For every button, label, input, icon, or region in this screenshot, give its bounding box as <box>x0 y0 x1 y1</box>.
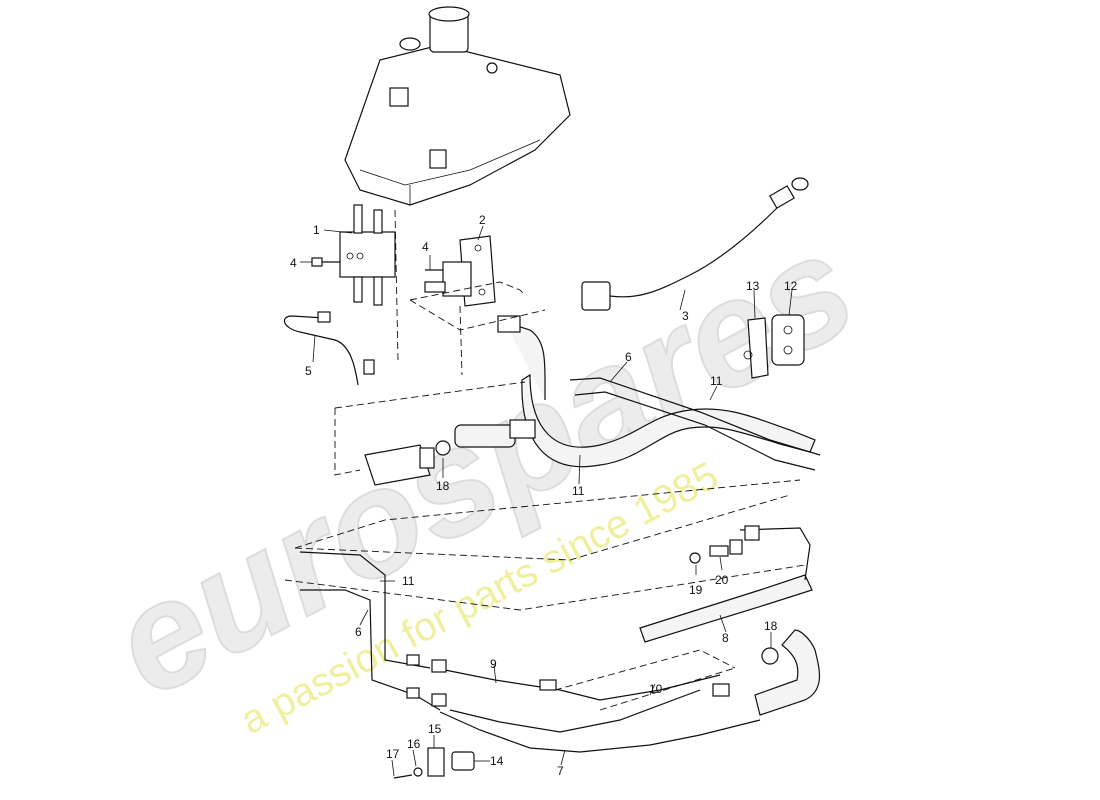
callout-20: 20 <box>715 573 729 587</box>
callout-10: 10 <box>649 682 663 696</box>
callout-5: 5 <box>305 364 312 378</box>
callout-18-lower: 18 <box>764 619 778 633</box>
lower-lines <box>299 525 820 753</box>
brake-line-5 <box>283 311 375 386</box>
callout-15: 15 <box>428 722 442 736</box>
hose-assembly <box>454 315 821 471</box>
sensor-cable <box>581 177 809 311</box>
callout-1: 1 <box>313 223 320 237</box>
bracket-sensor <box>424 235 496 307</box>
callout-6-lower: 6 <box>355 625 362 639</box>
reservoir-tank <box>344 6 571 206</box>
callout-17: 17 <box>386 747 400 761</box>
filter <box>364 440 451 486</box>
callout-13: 13 <box>746 279 760 293</box>
guide-lines <box>284 209 806 711</box>
callout-18-upper: 18 <box>436 479 450 493</box>
valve-block <box>339 204 396 306</box>
callout-11-top: 11 <box>710 374 723 388</box>
callout-6-upper: 6 <box>625 350 632 364</box>
callout-7: 7 <box>557 764 564 778</box>
bolt <box>311 257 340 267</box>
callout-4-right: 4 <box>422 240 429 254</box>
callout-9: 9 <box>490 657 497 671</box>
small-parts <box>393 539 779 779</box>
callout-14: 14 <box>490 754 504 768</box>
callout-3: 3 <box>682 309 689 323</box>
callout-4-left: 4 <box>290 256 297 270</box>
callout-8: 8 <box>722 631 729 645</box>
callout-16: 16 <box>407 737 421 751</box>
callout-11-mid: 11 <box>572 484 585 498</box>
callout-19: 19 <box>689 583 703 597</box>
callout-12: 12 <box>784 279 798 293</box>
leader-lines <box>300 225 793 777</box>
callout-11-lower: 11 <box>402 574 415 588</box>
callouts: 1 2 3 4 4 5 6 6 7 8 9 10 11 11 11 12 13 … <box>290 213 798 778</box>
clip-set <box>743 314 805 379</box>
callout-2: 2 <box>479 213 486 227</box>
